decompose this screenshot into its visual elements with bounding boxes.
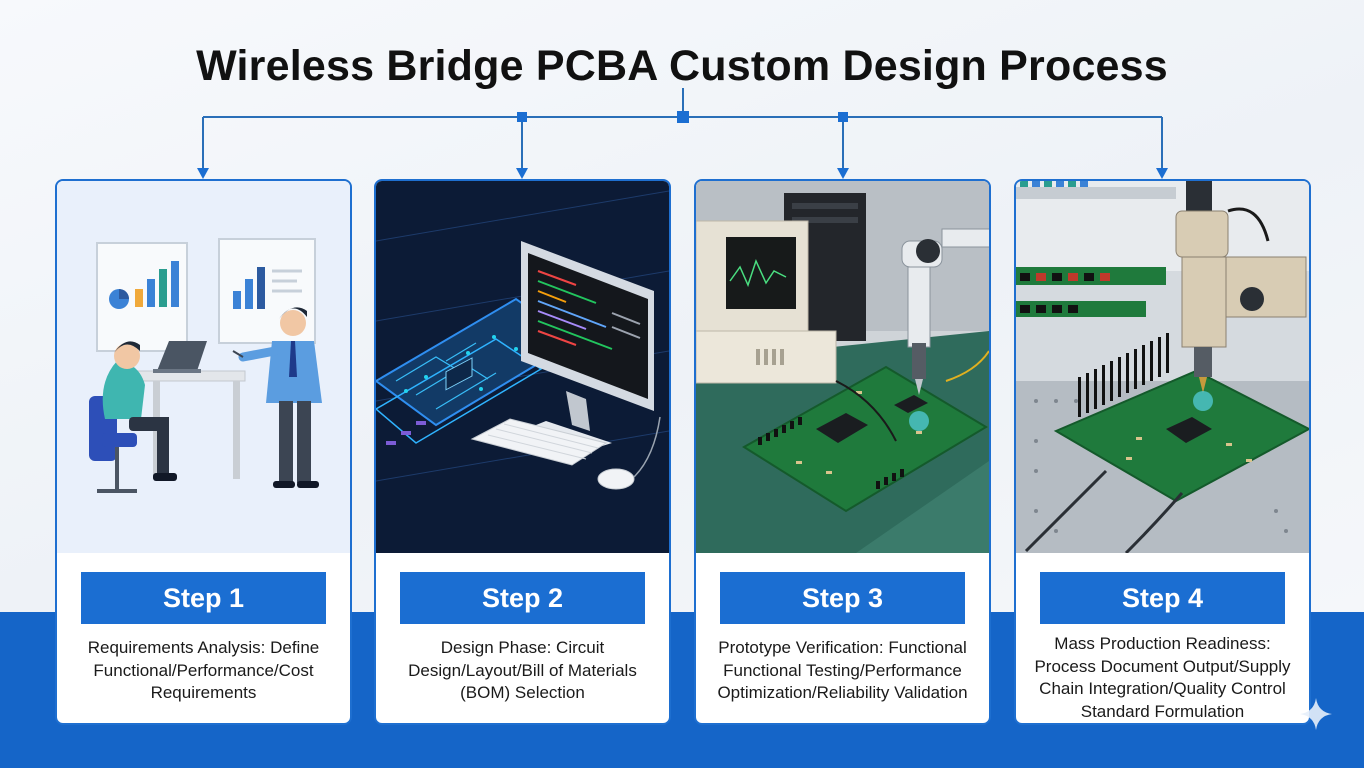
step-card-1: Step 1 Requirements Analysis: Define Fun…	[55, 179, 352, 725]
step-card-2: Step 2 Design Phase: Circuit Design/Layo…	[374, 179, 671, 725]
step-label-1: Step 1	[81, 572, 326, 624]
pcb-design-computer-illustration	[376, 181, 669, 553]
step-card-3: Step 3 Prototype Verification: Functiona…	[694, 179, 991, 725]
step-description-4: Mass Production Readiness: Process Docum…	[1034, 634, 1291, 721]
step-card-4: Step 4 Mass Production Readiness: Proces…	[1014, 179, 1311, 725]
step-description-1: Requirements Analysis: Define Functional…	[87, 638, 320, 702]
requirements-meeting-illustration	[57, 181, 350, 553]
page-title: Wireless Bridge PCBA Custom Design Proce…	[196, 42, 1168, 90]
prototype-testing-illustration	[696, 181, 989, 553]
sparkle-icon	[1300, 698, 1332, 730]
flow-connectors	[197, 88, 1168, 179]
step-label-2: Step 2	[400, 572, 645, 624]
step-description-2: Design Phase: Circuit Design/Layout/Bill…	[408, 638, 637, 702]
step-description-3: Prototype Verification: Functional Funct…	[717, 638, 968, 702]
step-label-3: Step 3	[720, 572, 965, 624]
production-line-illustration	[1016, 181, 1309, 553]
step-label-4: Step 4	[1040, 572, 1285, 624]
